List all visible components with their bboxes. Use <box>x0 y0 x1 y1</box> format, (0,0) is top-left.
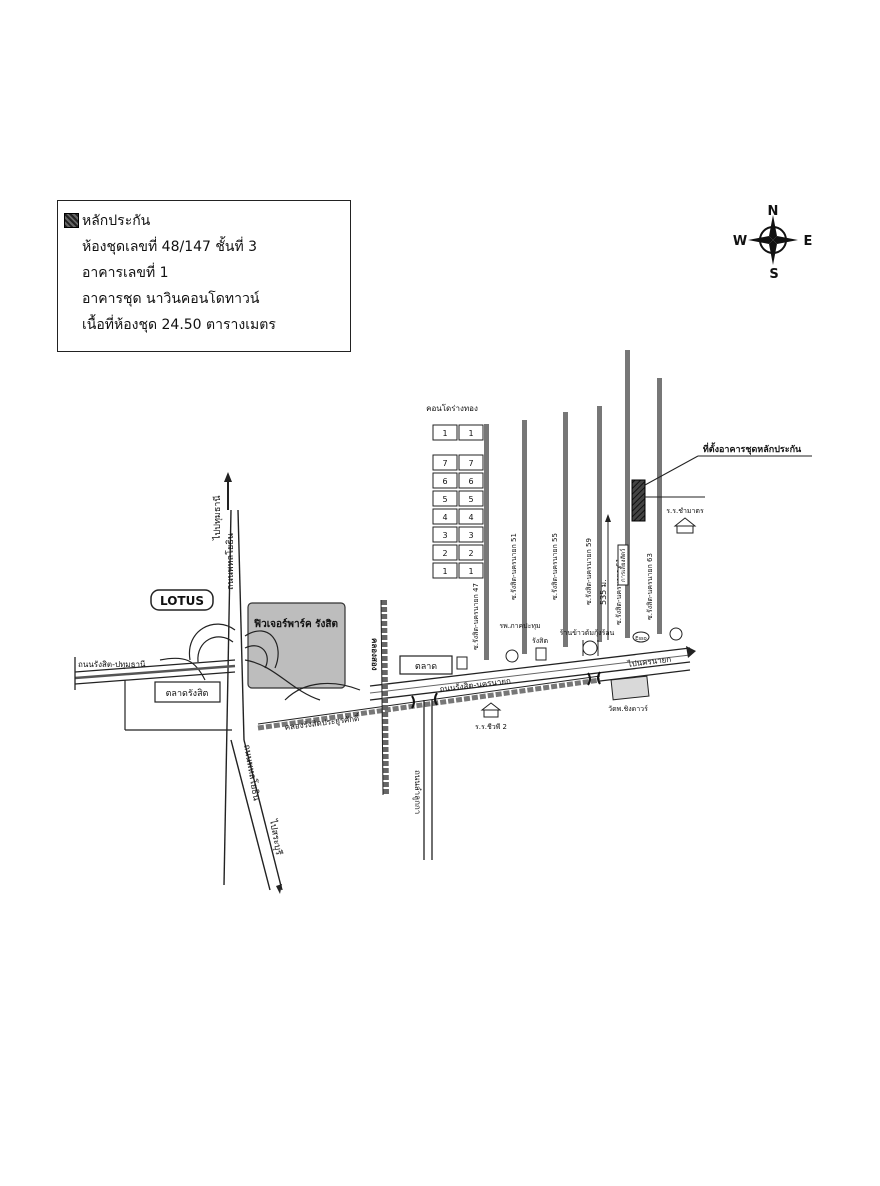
block-right-3: 6 <box>468 477 473 486</box>
label-soi-1: ซ.รังสิต-นครนายก 47 <box>472 583 480 650</box>
future-park-building <box>247 602 346 689</box>
school-bottom-icon <box>480 702 502 718</box>
legend-building-number: อาคารเลขที่ 1 <box>82 265 169 281</box>
block-right-6: 3 <box>468 531 473 540</box>
label-talad: ตลาด <box>415 662 437 672</box>
label-school-bottom: ร.ร.ชีวพี 2 <box>475 723 507 731</box>
label-soi-5: ซ.รังสิต-นครนายก 61 <box>615 558 623 625</box>
label-lotus: LOTUS <box>160 594 204 608</box>
condo-blocks: 1 7 6 5 4 3 2 1 1 7 6 5 4 3 2 1 <box>432 424 484 579</box>
label-esso: Esso <box>635 636 646 642</box>
label-rangsit: รังสิต <box>532 637 548 645</box>
block-left-8: 1 <box>442 567 447 576</box>
lamlukka-road <box>423 700 433 860</box>
compass-rose-icon: N S E W <box>733 204 813 282</box>
label-talad-rangsit: ตลาดรังสิต <box>166 688 209 699</box>
rangsit-pathum-road <box>74 657 236 690</box>
label-soi-4: ซ.รังสิต-นครนายก 59 <box>585 538 593 605</box>
block-right-4: 5 <box>468 495 473 504</box>
label-distance: 535 ม. <box>599 579 608 605</box>
block-right-1: 1 <box>468 429 473 438</box>
compass-s: S <box>769 267 778 282</box>
interchange <box>159 623 361 701</box>
block-left-1: 1 <box>442 429 447 438</box>
bridge-marks <box>411 671 601 709</box>
label-hospital: รพ.ภาคปะทุม <box>499 622 540 630</box>
temple-icon <box>610 675 650 701</box>
legend-condo-name: อาคารชุด นาวินคอนโดทาวน์ <box>82 291 260 307</box>
compass-e: E <box>804 234 813 249</box>
label-soi-2: ซ.รังสิต-นครนายก 51 <box>510 533 518 600</box>
talad-box <box>399 655 453 675</box>
collateral-building <box>631 479 646 522</box>
block-right-2: 7 <box>468 459 473 468</box>
block-left-4: 5 <box>442 495 447 504</box>
talad-rangsit-block <box>124 680 232 731</box>
arrow-to-nakhonnayok-icon <box>686 646 696 658</box>
block-right-5: 4 <box>468 513 473 522</box>
label-phahonyothin-top: ถนนพหลโยธิน <box>225 533 236 590</box>
label-road-lamlukka: ถนนลำลูกกา <box>412 770 422 814</box>
label-road-rangsit-pathum: ถนนรังสิต-ปทุมธานี <box>78 660 146 669</box>
shell-icon <box>669 627 683 641</box>
legend-room-number: ห้องชุดเลขที่ 48/147 ชั้นที่ 3 <box>82 239 258 255</box>
block-right-8: 1 <box>468 567 473 576</box>
block-left-5: 4 <box>442 513 447 522</box>
label-khlong-song: คลองสอง <box>370 638 379 671</box>
label-soi-3: ซ.รังสิต-นครนายก 55 <box>551 533 559 600</box>
label-shop: การเลี้ยงสัตว์ <box>617 549 627 582</box>
block-left-2: 7 <box>442 459 447 468</box>
school-top-icon <box>673 517 697 534</box>
legend-room-area: เนื้อที่ห้องชุด 24.50 ตารางเมตร <box>82 317 276 333</box>
arrow-to-pathum-icon <box>224 472 232 510</box>
block-left-3: 6 <box>442 477 447 486</box>
legend-box: หลักประกัน ห้องชุดเลขที่ 48/147 ชั้นที่ … <box>57 200 351 352</box>
compass-w: W <box>733 234 747 249</box>
khlong-song-canal <box>380 599 389 796</box>
future-park-label: ฟิวเจอร์พาร์ค รังสิต <box>254 618 338 630</box>
lotus-label-box <box>150 589 214 611</box>
label-temple: วัดพ.ชิงดาวร์ <box>608 705 648 713</box>
legend-collateral-label: หลักประกัน <box>82 213 151 229</box>
label-restaurant: ร้านข้าวต้มกุ้งร้อน <box>560 629 615 637</box>
label-target-pointer: ที่ตั้งอาคารชุดหลักประกัน <box>703 442 802 455</box>
label-to-saraburi: ไปสระบุรี <box>267 818 284 856</box>
hospital-icon <box>505 647 547 663</box>
block-right-7: 2 <box>468 549 473 558</box>
soi-streets <box>484 350 662 660</box>
esso-icon <box>632 631 650 643</box>
label-soi-6: ซ.รังสิต-นครนายก 63 <box>646 553 654 620</box>
khlong-rangsit-canal <box>257 675 601 731</box>
shop-sign-box <box>617 544 629 586</box>
rangsit-nakhonnayok-road <box>369 647 691 701</box>
label-to-pathum: ไปปทุมธานี <box>212 495 223 541</box>
label-road-rangsit-nakhonnayok: ถนนรังสิต-นครนายก <box>439 676 511 694</box>
distance-marker <box>605 514 611 640</box>
block-left-7: 2 <box>442 549 447 558</box>
label-condo-area: คอนโดร่างทอง <box>426 403 478 413</box>
arrow-to-saraburi-icon <box>276 884 282 894</box>
compass-n: N <box>768 204 779 219</box>
restaurant-icon <box>582 640 599 656</box>
pointer-line <box>644 455 699 486</box>
phahonyothin-road <box>223 509 283 891</box>
label-school-top: ร.ร.ชำมาตร <box>666 507 704 515</box>
market-icon <box>456 656 468 670</box>
block-left-6: 3 <box>442 531 447 540</box>
collateral-swatch <box>64 213 79 228</box>
